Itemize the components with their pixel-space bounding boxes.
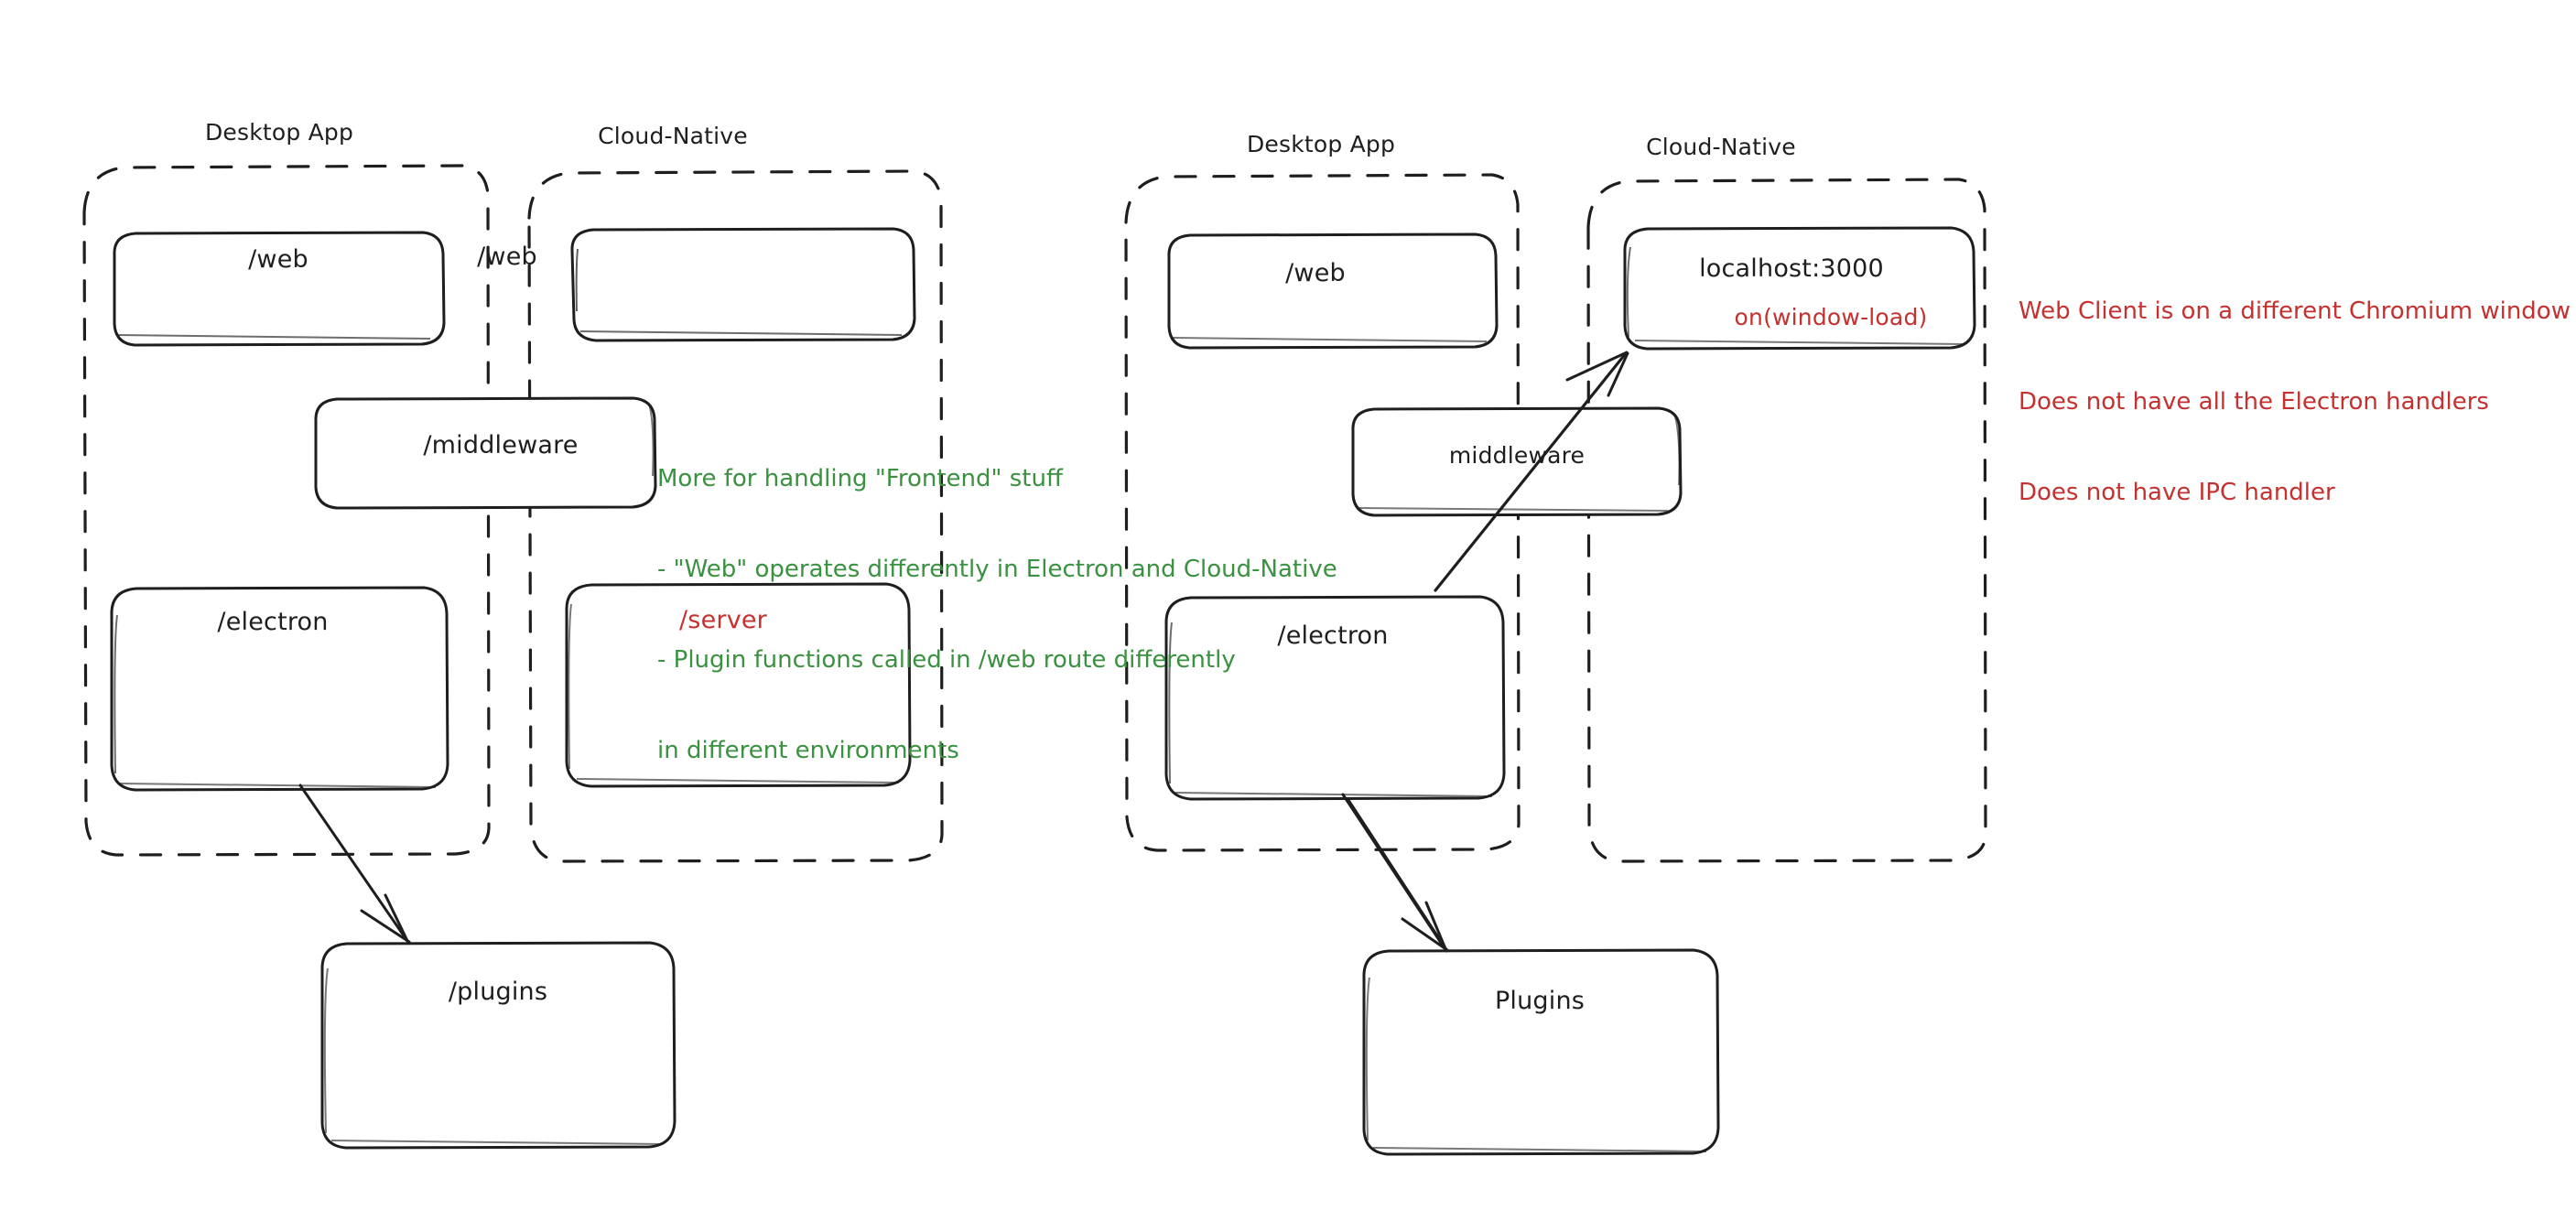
left-cloud-native-border (527, 169, 944, 863)
box-left-electron (110, 586, 449, 792)
box-left-middleware (314, 396, 657, 510)
note-left-green-line-3: - Plugin functions called in /web route … (657, 646, 1236, 674)
note-right-red-line-1: Web Client is on a different Chromium wi… (2019, 297, 2571, 325)
box-right-web (1167, 232, 1499, 350)
box-left-plugins (320, 941, 676, 1150)
group-left-cloud-native (527, 169, 944, 863)
group-right-cloud-native (1586, 178, 1987, 863)
box-left-cn-web (570, 227, 916, 342)
box-left-cn-server (565, 582, 912, 788)
group-left-desktop-app (82, 164, 491, 857)
arrow-right-electron-to-localhost (1434, 351, 1629, 592)
note-left-green-line-4: in different environments (657, 737, 959, 764)
left-desktop-app-border (82, 164, 491, 857)
arrow-right-electron-to-plugins (1341, 793, 1449, 953)
note-left-green-line-2: - "Web" operates differently in Electron… (657, 556, 1337, 583)
box-right-middleware (1351, 406, 1683, 517)
note-left-green: More for handling "Frontend" stuff - "We… (657, 404, 1337, 796)
note-right-red: Web Client is on a different Chromium wi… (2019, 236, 2571, 538)
note-left-green-line-1: More for handling "Frontend" stuff (657, 465, 1063, 492)
box-left-web (113, 231, 446, 347)
note-right-red-line-2: Does not have all the Electron handlers (2019, 388, 2489, 416)
right-cloud-native-border (1586, 178, 1987, 863)
note-right-red-line-3: Does not have IPC handler (2019, 479, 2335, 506)
box-right-plugins (1362, 948, 1720, 1156)
box-right-electron (1164, 595, 1506, 801)
box-right-localhost (1623, 226, 1976, 351)
arrow-left-electron-to-plugins (298, 784, 411, 945)
